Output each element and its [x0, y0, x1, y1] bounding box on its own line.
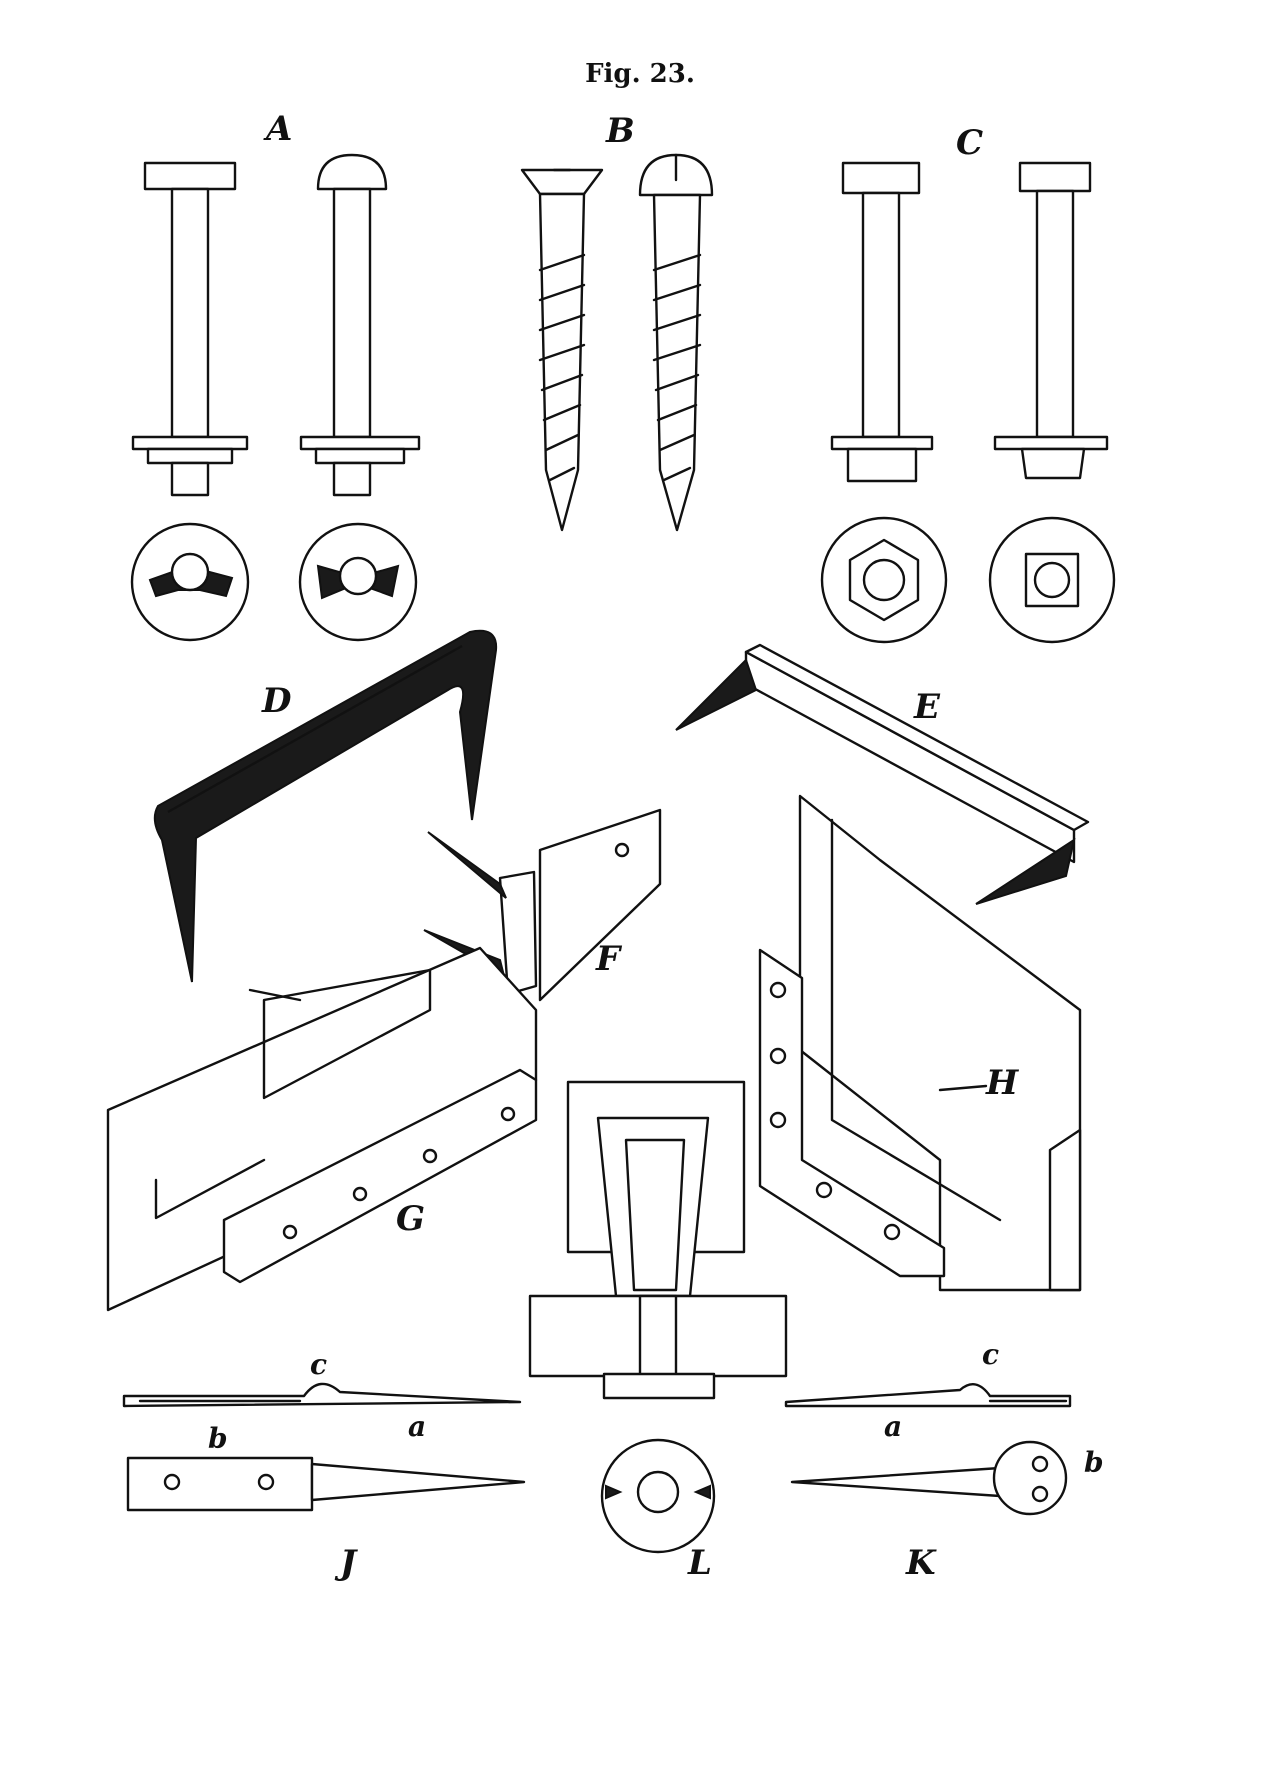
spike-j-side-illustration [122, 1382, 522, 1408]
wood-screw-round-head-illustration [638, 153, 714, 532]
bolt-a-round-head-illustration [299, 153, 421, 497]
corner-joint-h-illustration [758, 794, 1082, 1292]
spiked-plate-f-illustration [423, 808, 662, 1002]
label-g: G [396, 1199, 425, 1239]
label-d: D [261, 681, 292, 721]
cramp-e-illustration [675, 643, 1090, 905]
label-j: J [334, 1543, 358, 1583]
sublabel-k-a: a [884, 1410, 902, 1443]
square-nut-illustration [988, 516, 1116, 644]
label-a: A [263, 109, 292, 149]
label-h: H [985, 1063, 1020, 1103]
sublabel-k-c: c [982, 1338, 999, 1371]
wood-screw-flat-head-illustration [520, 168, 604, 532]
staple-d-illustration [153, 629, 498, 983]
label-c: C [956, 123, 983, 163]
label-k: K [905, 1543, 937, 1583]
label-l: L [687, 1543, 712, 1583]
bolt-a-flat-head-illustration [131, 161, 249, 497]
sublabel-k-b: b [1084, 1446, 1104, 1479]
label-e: E [913, 687, 941, 727]
washer-l-illustration [600, 1438, 716, 1554]
bolt-c-hex-head-illustration [830, 161, 934, 483]
wing-nut-a2-illustration [298, 522, 418, 642]
figure-title: Fig. 23. [585, 59, 695, 89]
anchor-bolt-section-illustration [528, 1080, 788, 1400]
timber-joint-g-illustration [106, 946, 538, 1312]
bolt-c-square-head-illustration [993, 161, 1109, 480]
wing-nut-a1-illustration [130, 522, 250, 642]
label-f: F [595, 939, 623, 979]
sublabel-j-a: a [408, 1410, 426, 1443]
sublabel-j-c: c [310, 1348, 327, 1381]
spike-k-side-illustration [784, 1383, 1072, 1408]
spike-k-top-illustration [790, 1440, 1068, 1516]
sublabel-j-b: b [208, 1422, 228, 1455]
hex-nut-illustration [820, 516, 948, 644]
spike-j-top-illustration [126, 1456, 526, 1512]
label-b: B [605, 111, 635, 151]
